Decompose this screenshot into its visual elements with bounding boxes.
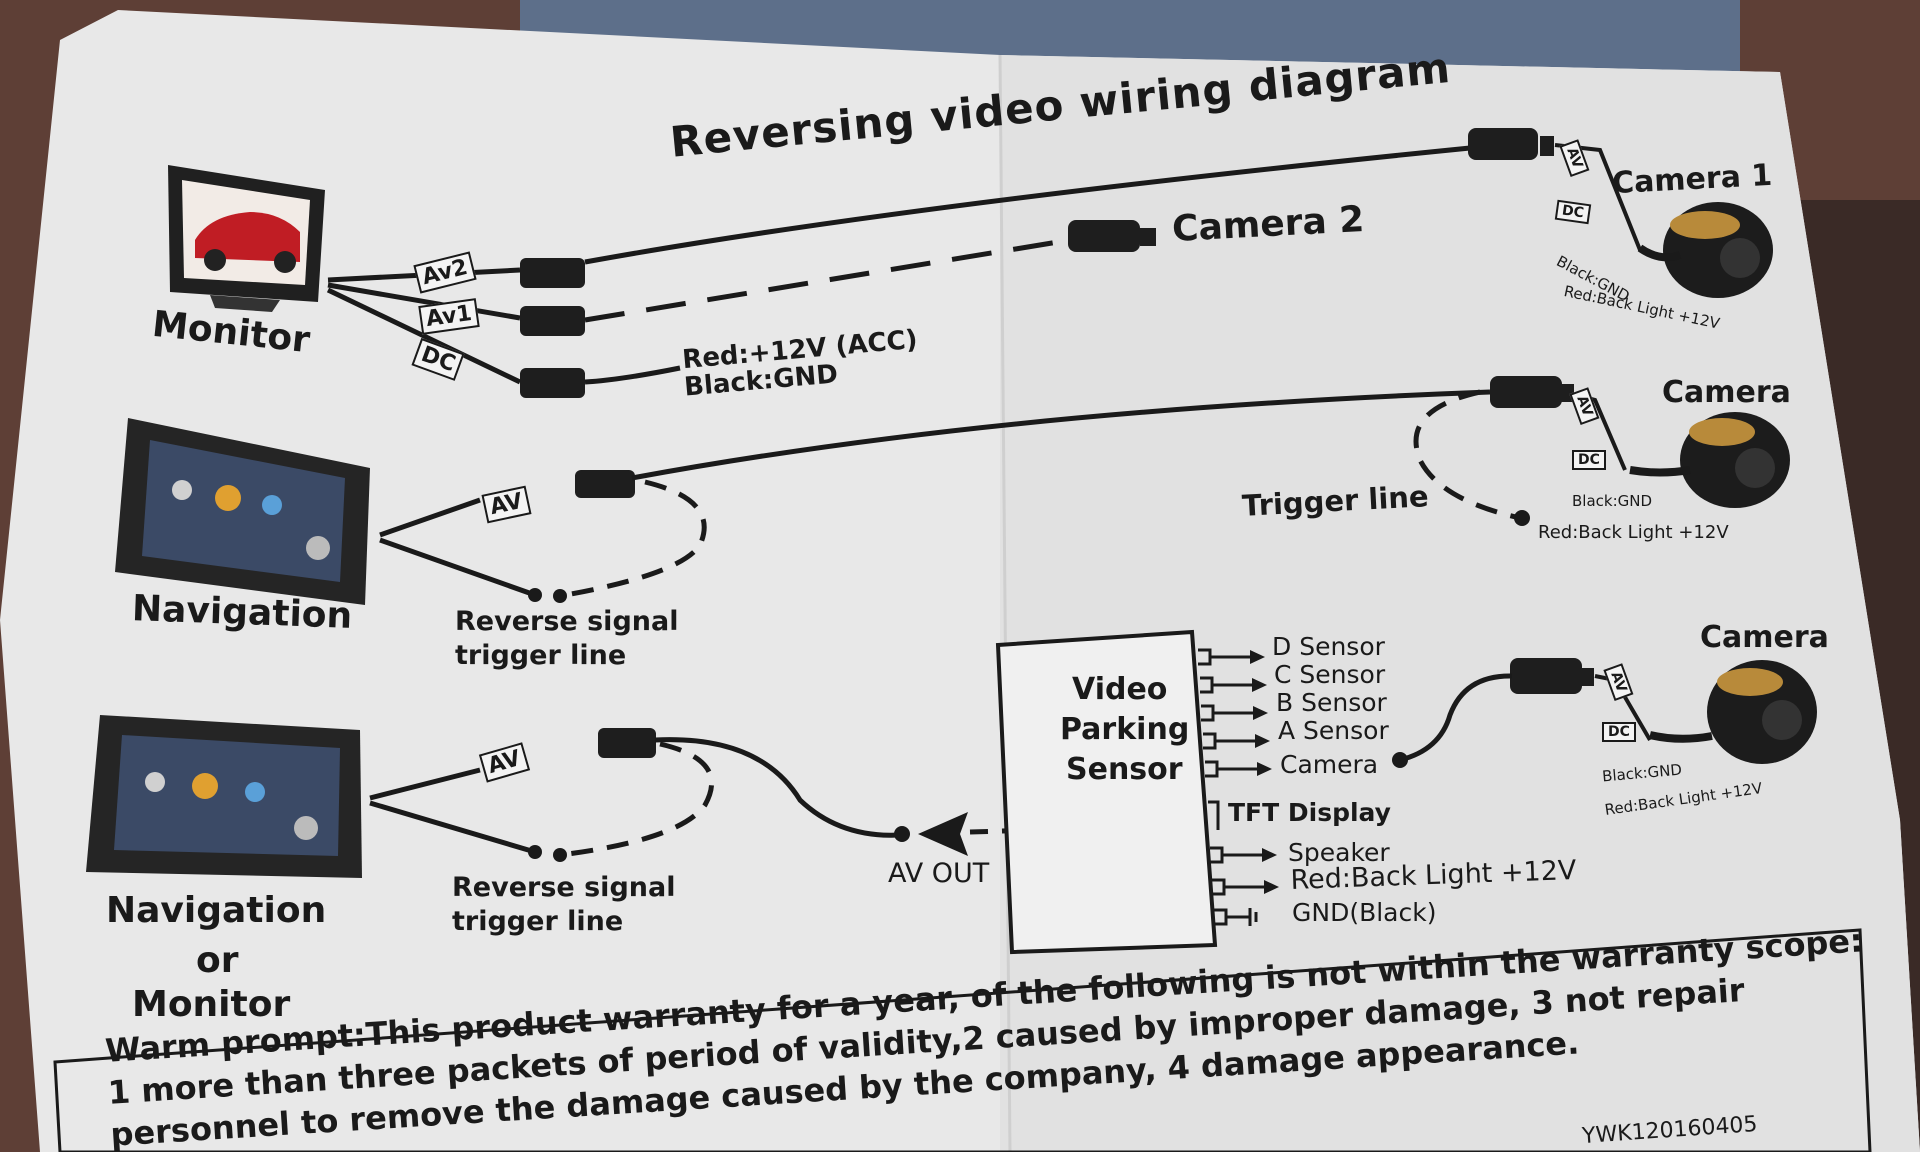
navigation-device-1 [115, 418, 370, 605]
nav-or-monitor-label-2: or [196, 940, 239, 981]
reverse-signal-1-line2: trigger line [455, 640, 627, 671]
navigation-1-cables [379, 389, 1521, 599]
parking-sensor-name-2: Parking [1060, 712, 1190, 747]
camera-mid-label: Camera [1662, 375, 1791, 410]
parking-sensor-name-3: Sensor [1066, 752, 1183, 787]
navigation-device-2 [86, 715, 362, 878]
monitor-cables [326, 145, 1471, 385]
parking-sensor-box [995, 629, 1513, 955]
sensor-output-speaker: Speaker [1288, 838, 1390, 867]
sensor-output-c: C Sensor [1274, 660, 1386, 689]
sensor-output-tft: TFT Display [1228, 798, 1391, 827]
cable-plugs [520, 128, 1594, 758]
sensor-output-camera: Camera [1280, 750, 1379, 779]
sensor-output-a: A Sensor [1278, 716, 1389, 745]
sensor-output-gnd: GND(Black) [1292, 898, 1437, 927]
reverse-signal-2-line1: Reverse signal [452, 872, 676, 903]
monitor-device [168, 165, 325, 312]
nav-or-monitor-label-1: Navigation [106, 890, 327, 931]
sensor-output-d: D Sensor [1272, 632, 1385, 661]
sensor-output-b: B Sensor [1276, 688, 1387, 717]
cam-mid-black-gnd: Black:GND [1572, 492, 1653, 510]
camera-bottom-device [1649, 660, 1817, 764]
av-out-label: AV OUT [888, 858, 990, 889]
navigation-label: Navigation [131, 588, 353, 637]
connector-dc-cam3: DC [1602, 722, 1636, 742]
camera-1-device [1637, 202, 1773, 298]
camera-bottom-label: Camera [1700, 620, 1829, 655]
parking-sensor-name-1: Video [1072, 672, 1168, 707]
cam-mid-red-back-light: Red:Back Light +12V [1538, 522, 1729, 543]
nav-or-monitor-label-3: Monitor [132, 984, 291, 1025]
reverse-signal-2-line2: trigger line [452, 906, 624, 937]
connector-dc-cam2: DC [1572, 450, 1606, 470]
reverse-signal-1-line1: Reverse signal [455, 606, 679, 637]
warm-prompt-box [53, 928, 1872, 1152]
camera-mid-device [1629, 412, 1790, 508]
